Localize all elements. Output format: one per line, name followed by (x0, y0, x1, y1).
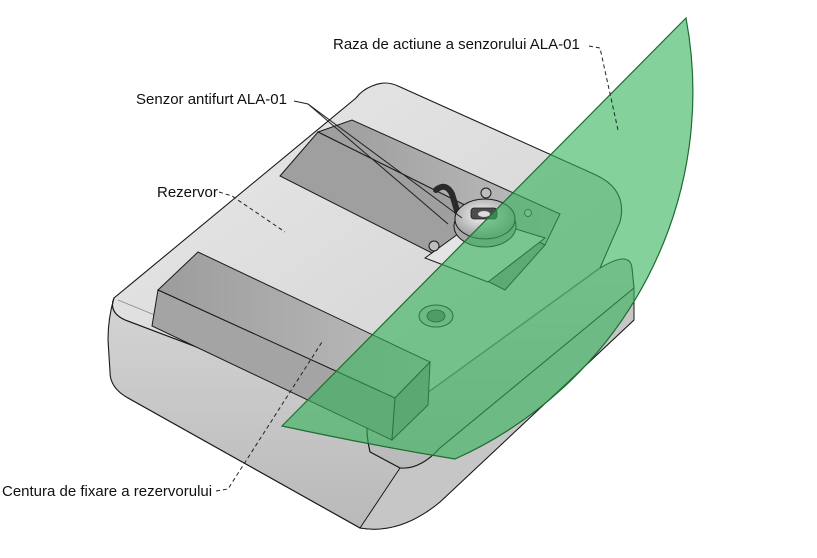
label-tank: Rezervor (157, 184, 218, 201)
leader-sensor-2 (307, 103, 449, 225)
leader-detection-radius (588, 45, 619, 131)
detection-zone (280, 16, 694, 460)
leader-tank (218, 191, 286, 233)
label-detection-radius: Raza de actiune a senzorului ALA-01 (333, 36, 580, 53)
label-belt: Centura de fixare a rezervorului (2, 483, 213, 500)
leader-belt (215, 341, 323, 492)
label-sensor: Senzor antifurt ALA-01 (136, 91, 287, 108)
leader-lines (215, 45, 619, 492)
